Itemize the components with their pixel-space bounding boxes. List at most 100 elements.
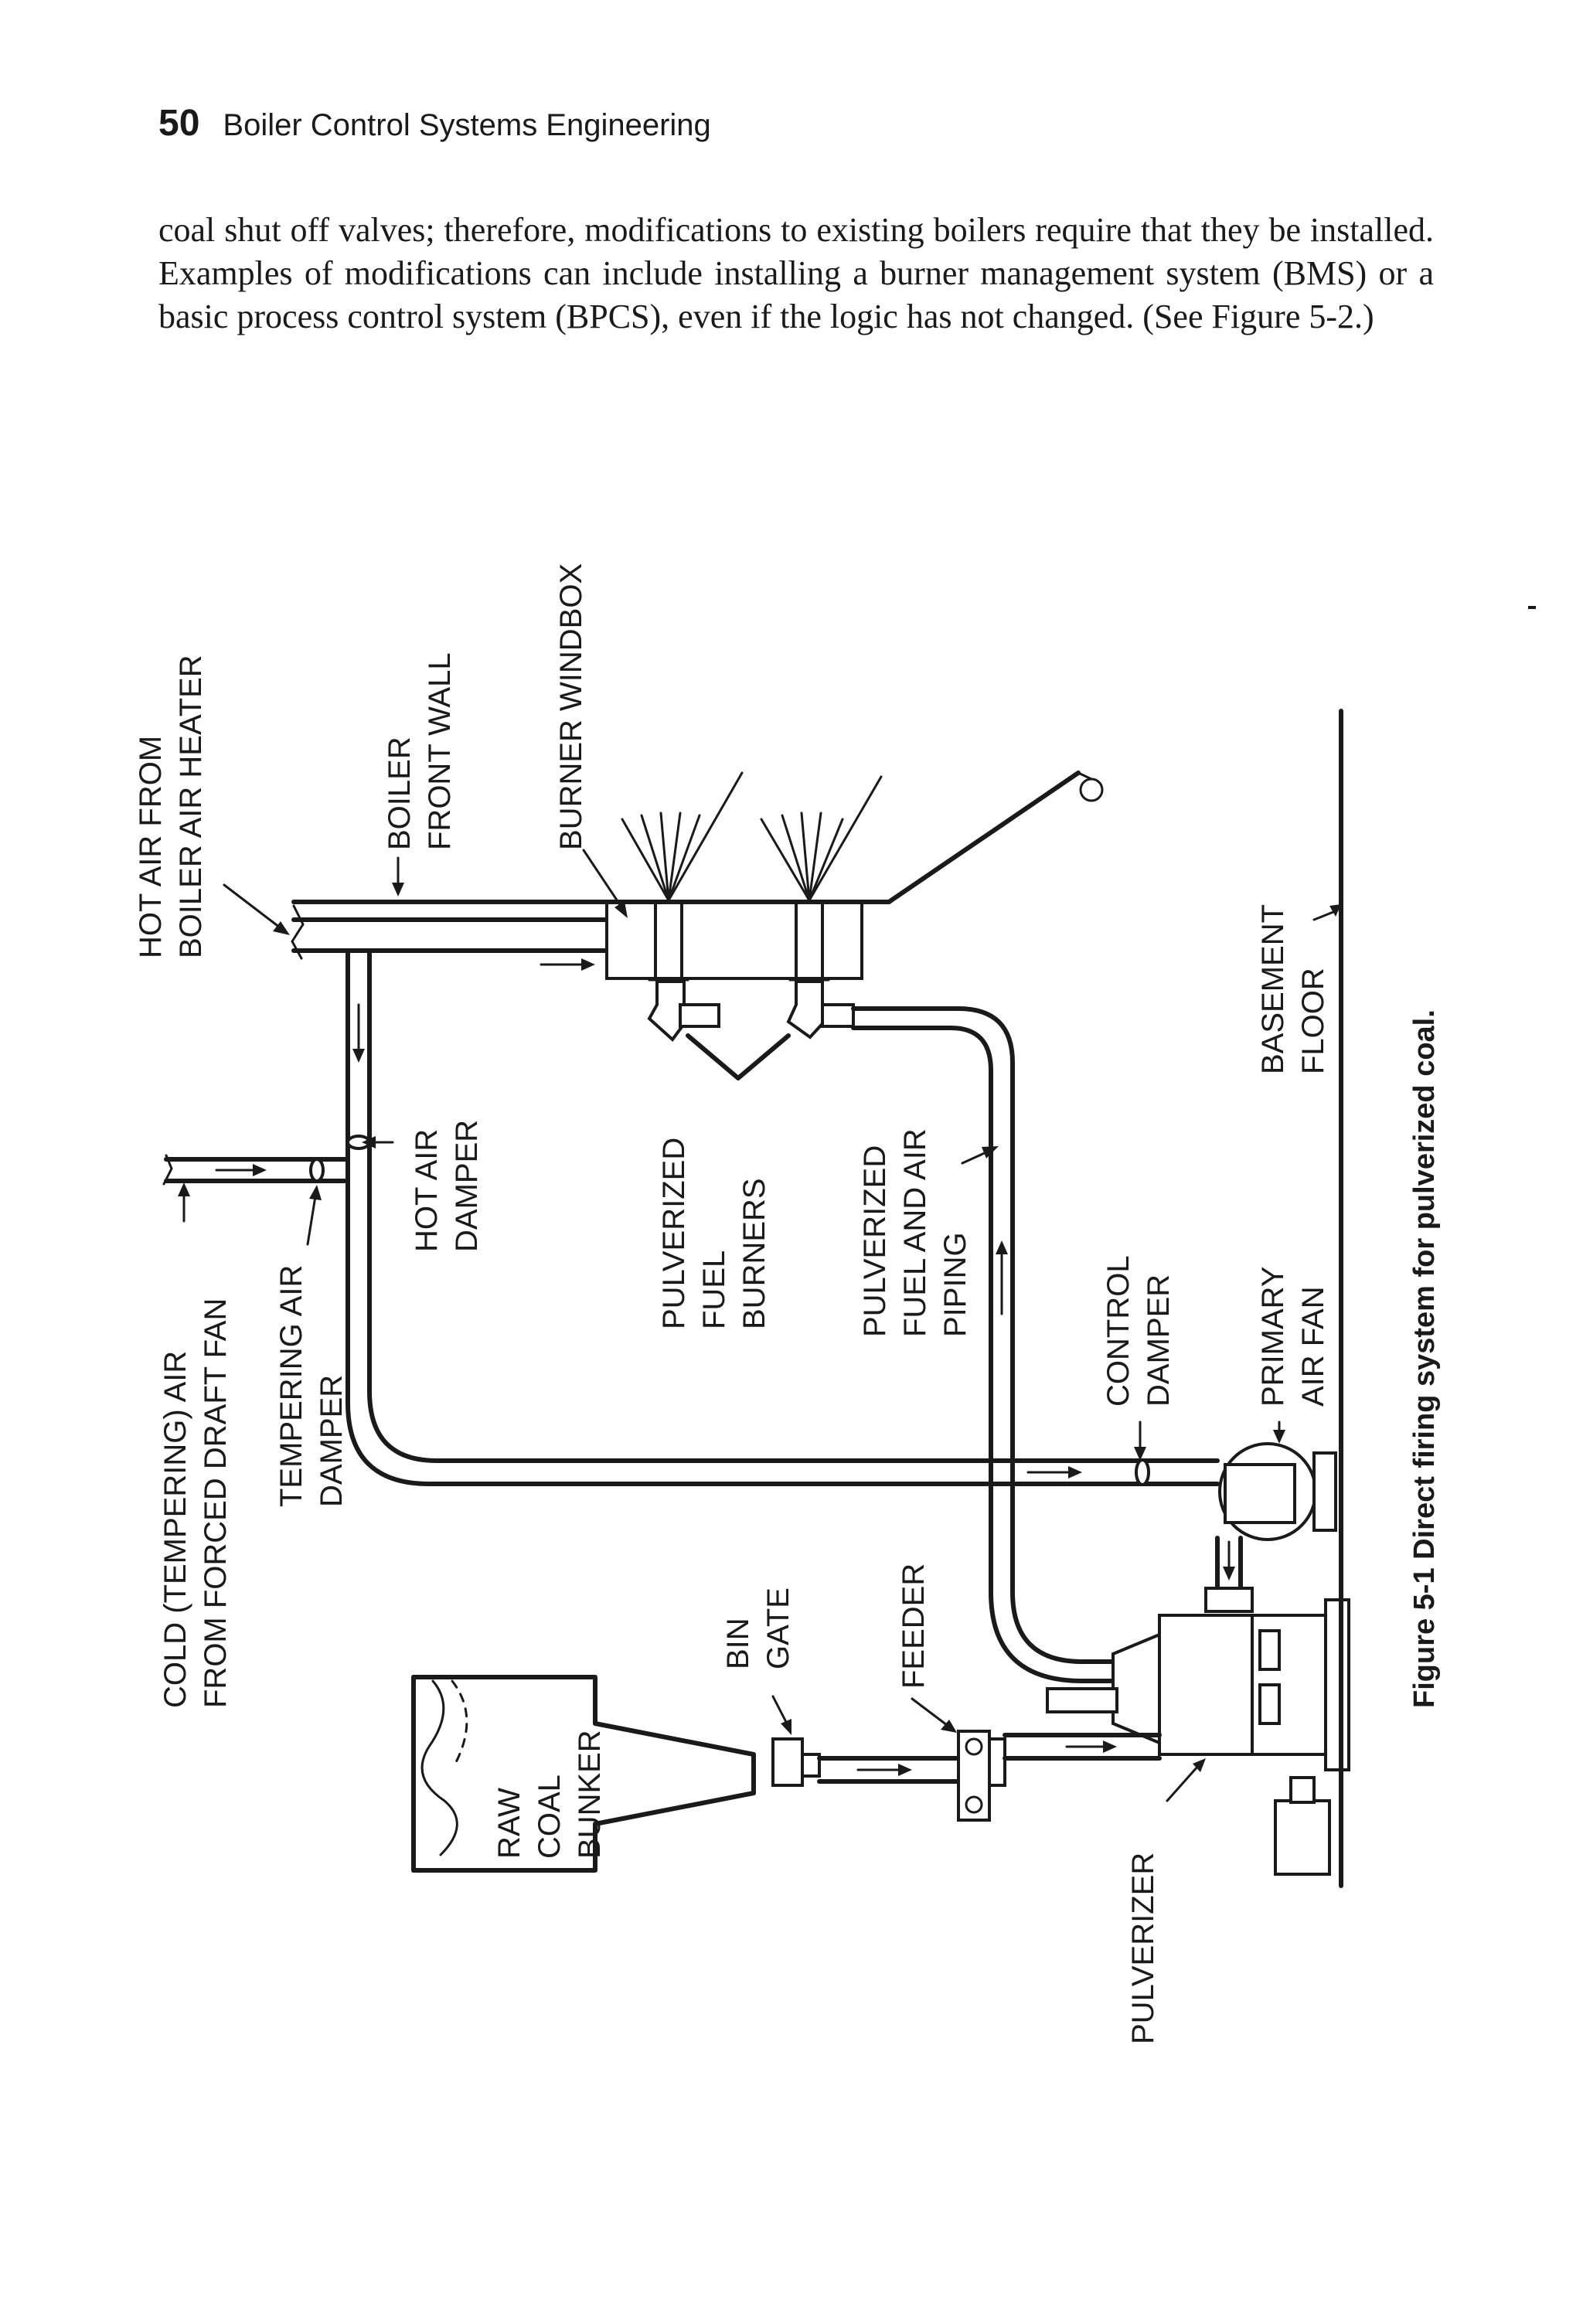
front-wall-slope (887, 771, 1081, 904)
feeder (957, 1730, 991, 1822)
figure-caption: Figure 5-1 Direct firing system for pulv… (1408, 1009, 1441, 1708)
leader-cold-air (178, 1182, 190, 1223)
label-hot-air: HOT AIR FROM BOILER AIR HEATER (134, 655, 208, 958)
feeder-roll-1 (965, 1737, 983, 1756)
pulverizer-gear-2 (1258, 1683, 1281, 1725)
label-front-wall-1: BOILER (383, 737, 417, 850)
flow-arrow-hot-duct (352, 1003, 365, 1063)
pulverizer-motor (1274, 1799, 1331, 1876)
fuel-air-piping (851, 1006, 1115, 1664)
leader-tempering-damper (306, 1185, 322, 1246)
flow-arrow-piping (996, 1240, 1008, 1315)
label-bin-1: BIN (721, 1618, 755, 1669)
bin-gate-body (801, 1753, 821, 1778)
flow-arrow-feeder-out (1065, 1740, 1117, 1753)
leader-pulverizer (1166, 1758, 1206, 1802)
running-title: Boiler Control Systems Engineering (223, 108, 711, 142)
label-burners-2: FUEL (697, 1250, 731, 1329)
label-bunker-2: COAL (533, 1774, 567, 1859)
burner-barrel-2 (795, 901, 824, 980)
page-number: 50 (158, 103, 200, 144)
label-bunker-1: RAW (492, 1788, 526, 1859)
label-bunker-3: BUNKER (573, 1730, 607, 1859)
burner-barrel-1 (654, 901, 683, 980)
label-windbox: BURNER WINDBOX (554, 563, 588, 850)
hook-line (1077, 771, 1093, 781)
label-fan: PRIMARY AIR FAN (1256, 1266, 1330, 1407)
burner-elbow-2 (786, 980, 855, 1040)
label-piping: PULVERIZED FUEL AND AIR PIPING (858, 1128, 972, 1337)
coal-surface (420, 1679, 458, 1856)
flow-arrow-fan-down (1223, 1540, 1235, 1581)
label-control: CONTROL DAMPER (1101, 1255, 1176, 1407)
label-tempering-1: TEMPERING AIR (274, 1265, 308, 1507)
label-tempering-2: DAMPER (315, 1375, 349, 1507)
tempering-air-damper (309, 1158, 325, 1182)
label-cold-air: COLD (TEMPERING) AIR FROM FORCED DRAFT F… (158, 1298, 233, 1708)
bin-gate (771, 1737, 804, 1787)
leader-control-damper (1134, 1421, 1146, 1461)
flow-arrow-primary-duct (1026, 1466, 1082, 1478)
label-basement-2: FLOOR (1296, 968, 1330, 1074)
label-hot-damper-2: DAMPER (450, 1120, 484, 1252)
leader-hot-air-damper (362, 1136, 394, 1148)
label-feeder-text: FEEDER (897, 1564, 931, 1689)
scan-speck (1528, 606, 1536, 609)
label-burners-3: BURNERS (737, 1178, 771, 1329)
label-control-2: DAMPER (1142, 1274, 1176, 1407)
hot-air-supply-duct (346, 948, 1220, 1486)
label-basement: BASEMENT FLOOR (1256, 904, 1330, 1074)
label-piping-3: PIPING (938, 1232, 972, 1337)
flow-arrow-cold-air (215, 1164, 267, 1176)
label-bunker: RAW COAL BUNKER (492, 1730, 607, 1859)
label-cold-air-1: COLD (TEMPERING) AIR (158, 1351, 192, 1708)
raw-coal-bunker (411, 1675, 756, 1873)
label-pulverizer: PULVERIZER (1126, 1853, 1160, 2044)
feeder-frame (988, 1737, 1006, 1787)
pulverizer-gear-1 (1258, 1629, 1281, 1671)
motor-coupling (1289, 1776, 1316, 1804)
label-hot-air-2: BOILER AIR HEATER (174, 655, 208, 958)
leader-piping (961, 1146, 999, 1165)
pulverizer-base (1324, 1598, 1350, 1771)
burner-manifold (686, 1033, 791, 1080)
leader-basement (1312, 904, 1341, 921)
label-cold-air-2: FROM FORCED DRAFT FAN (199, 1298, 233, 1708)
label-hot-air-1: HOT AIR FROM (134, 736, 168, 958)
cold-duct-break (162, 1154, 173, 1186)
label-front-wall-2: FRONT WALL (423, 652, 457, 850)
wall-hook (1079, 778, 1104, 802)
label-feeder: FEEDER (897, 1564, 931, 1689)
label-pulverizer-text: PULVERIZER (1126, 1853, 1160, 2044)
label-control-1: CONTROL (1101, 1255, 1135, 1407)
fan-outlet (1224, 1463, 1296, 1524)
label-hot-damper: HOT AIR DAMPER (410, 1120, 484, 1252)
hot-air-supply-duct-inner (367, 948, 1220, 1463)
leader-bin-gate (771, 1695, 792, 1735)
fan-motor (1312, 1451, 1337, 1532)
leader-primary-fan (1273, 1421, 1285, 1444)
coal-surface-dash (451, 1679, 468, 1764)
pulverizer-classifier (1112, 1632, 1161, 1745)
fuel-air-piping-inner (851, 1026, 1115, 1683)
figure-caption-text: Figure 5-1 Direct firing system for pulv… (1408, 1009, 1441, 1708)
flow-arrow-windbox (540, 958, 595, 971)
body-paragraph: coal shut off valves; therefore, modific… (158, 211, 1434, 335)
label-tempering: TEMPERING AIR DAMPER (274, 1265, 349, 1507)
leader-windbox (582, 849, 628, 918)
burner-elbow-1 (647, 980, 720, 1042)
leader-front-wall (392, 856, 404, 897)
label-piping-1: PULVERIZED (858, 1145, 892, 1337)
body-text: coal shut off valves; therefore, modific… (158, 209, 1434, 339)
label-burners: PULVERIZED FUEL BURNERS (657, 1138, 771, 1329)
label-bin: BIN GATE (721, 1587, 795, 1669)
label-hot-damper-1: HOT AIR (410, 1129, 444, 1252)
leader-feeder (911, 1697, 957, 1733)
duct-break (291, 904, 305, 960)
leader-hot-air (223, 883, 290, 935)
feeder-roll-2 (965, 1795, 983, 1814)
label-fan-1: PRIMARY (1256, 1266, 1290, 1407)
flow-arrow-coal-chute (856, 1764, 912, 1776)
flame-spray-2 (760, 775, 883, 902)
